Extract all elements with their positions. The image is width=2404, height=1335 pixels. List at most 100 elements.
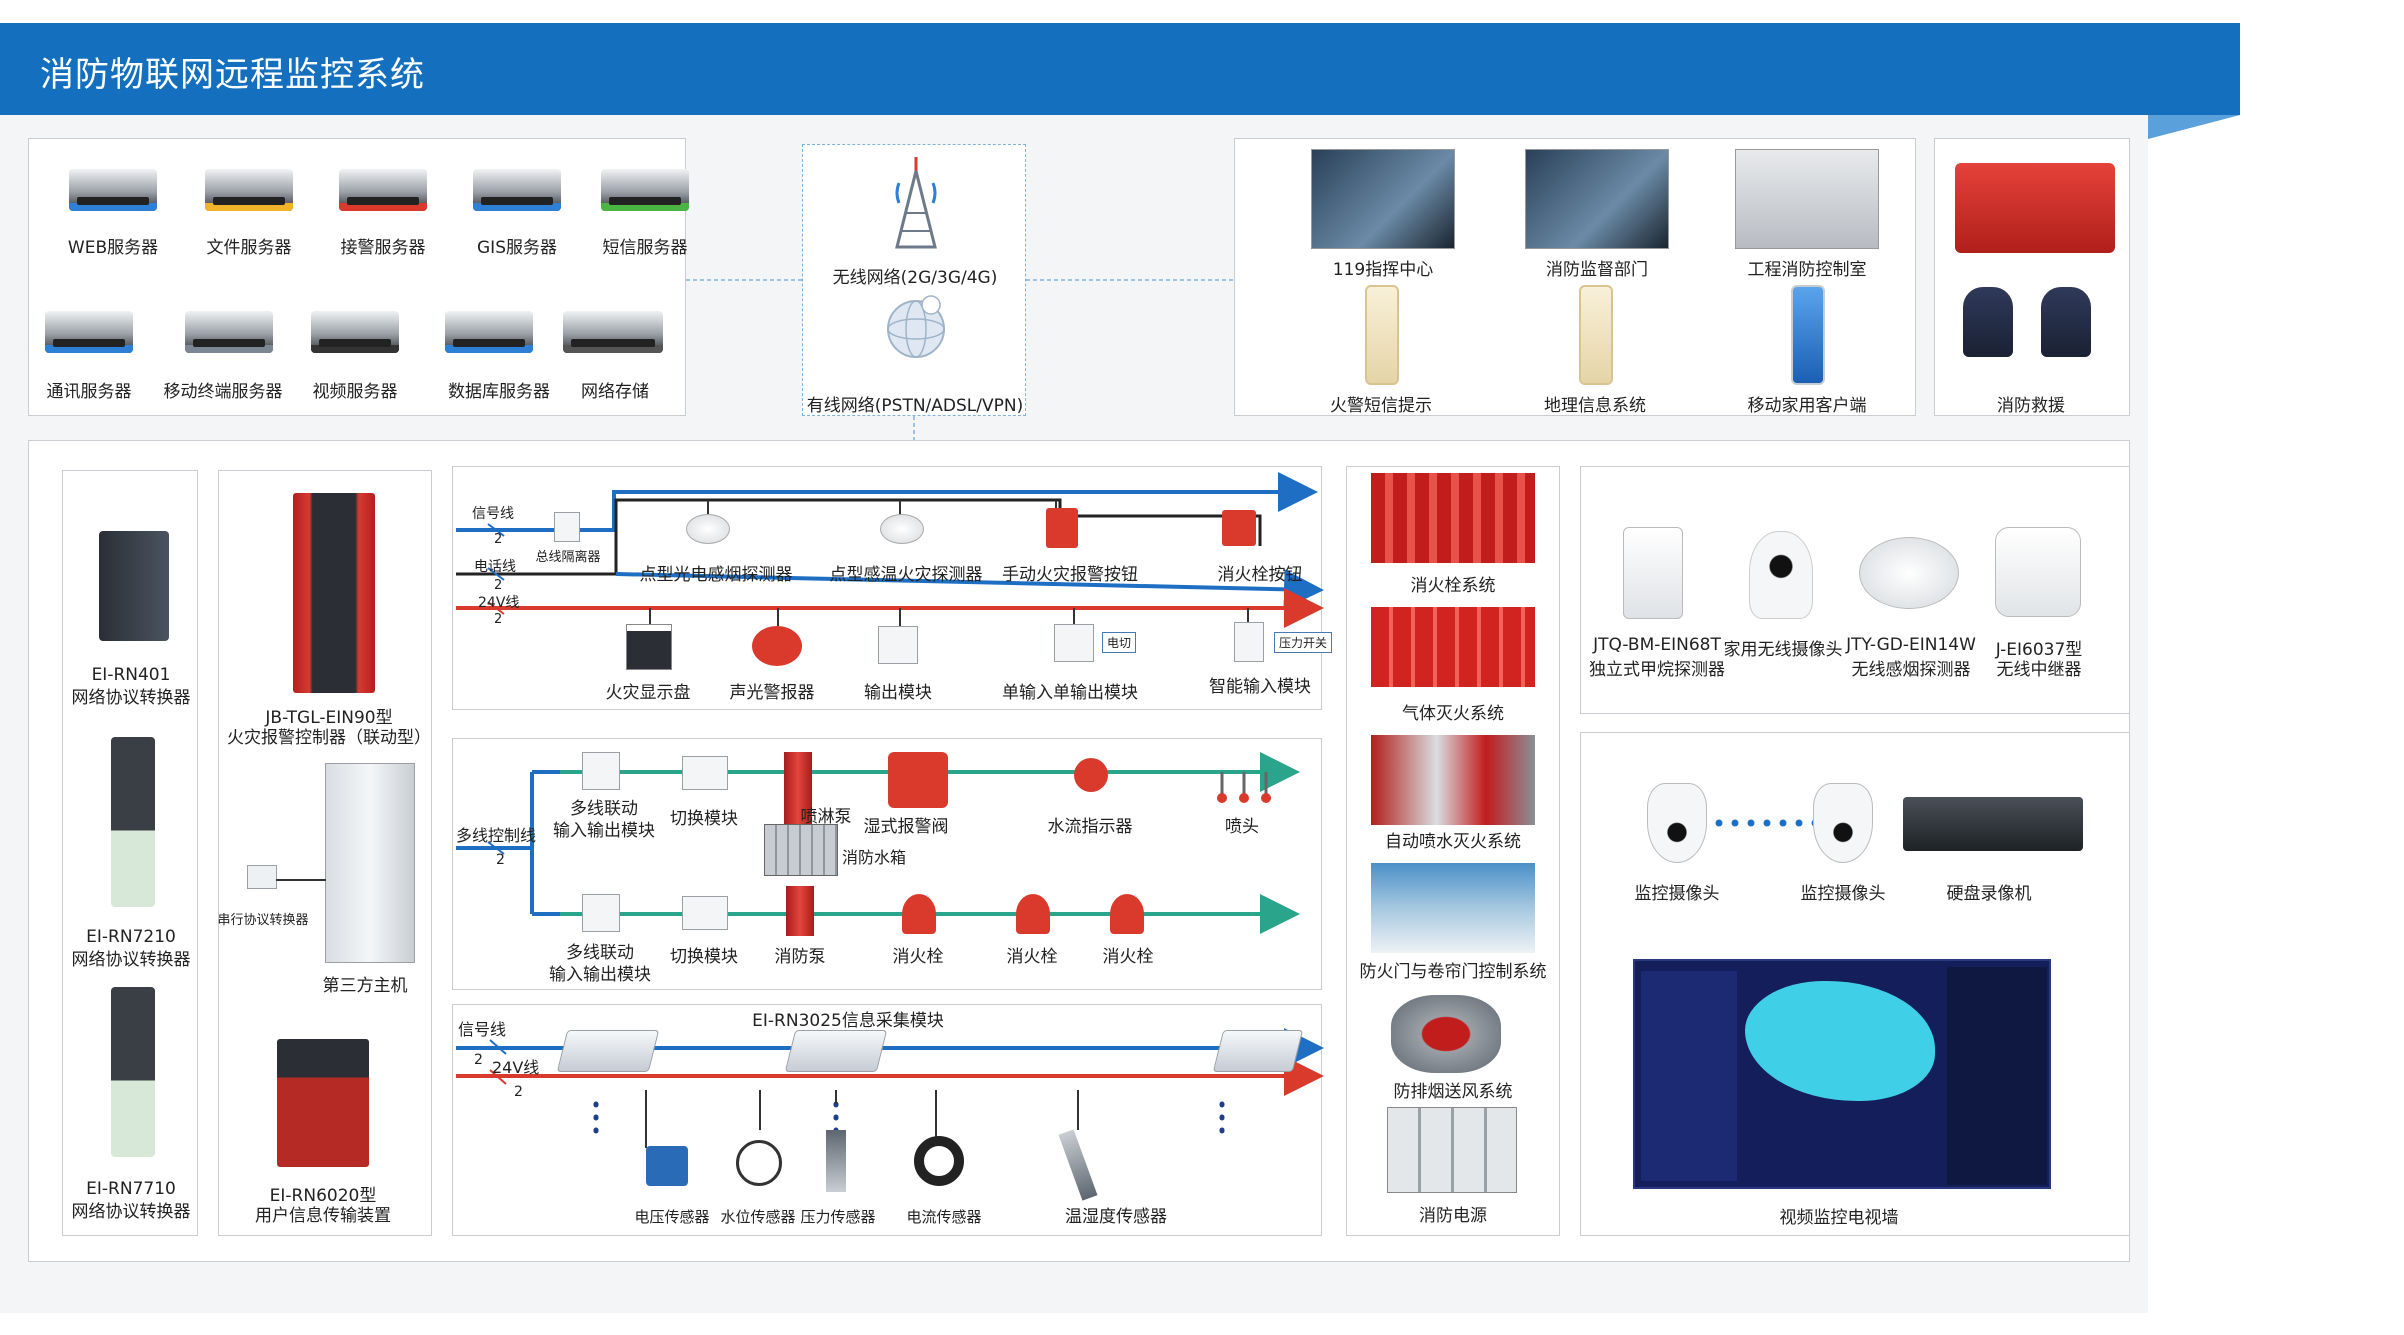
mobile-server-icon bbox=[185, 311, 273, 353]
collector-title: EI-RN3025信息采集模块 bbox=[752, 1011, 944, 1031]
log-panel bbox=[1947, 967, 2047, 1185]
alarm-device-label: 点型光电感烟探测器 bbox=[639, 565, 793, 585]
file-server-icon bbox=[205, 169, 293, 211]
fire-door-photo bbox=[1371, 863, 1535, 953]
globe-icon bbox=[887, 295, 945, 358]
link-dots bbox=[1715, 819, 1819, 827]
server-label: 接警服务器 bbox=[340, 238, 426, 258]
io-module-icon bbox=[1054, 624, 1094, 662]
converter-model: EI-RN7710 bbox=[86, 1179, 176, 1199]
system-label: 消防电源 bbox=[1419, 1206, 1487, 1226]
ptz-camera-icon bbox=[1813, 783, 1873, 863]
fire-systems-column: 消火栓系统 气体灭火系统 自动喷水灭火系统 防火门与卷帘门控制系统 防排烟送风系… bbox=[1346, 466, 1560, 1236]
ptz-camera-icon bbox=[1647, 783, 1707, 863]
hydrant-system-photo bbox=[1371, 473, 1535, 563]
center-label: 工程消防控制室 bbox=[1747, 260, 1867, 280]
rescue-label: 消防救援 bbox=[1997, 396, 2065, 416]
sensor-label: 电压传感器 bbox=[634, 1208, 710, 1226]
water-device-label: 消火栓 bbox=[892, 947, 944, 967]
server-label: 文件服务器 bbox=[206, 238, 292, 258]
map-phone-icon bbox=[1579, 285, 1613, 385]
manual-alarm-button-icon bbox=[1046, 508, 1078, 548]
fire-pump-icon bbox=[786, 886, 814, 936]
gis-server-icon bbox=[473, 169, 561, 211]
methane-detector-icon bbox=[1623, 527, 1683, 619]
camera-label: 监控摄像头 bbox=[1634, 884, 1720, 904]
firefighter-icon bbox=[2041, 287, 2091, 357]
wired-network-label: 有线网络(PSTN/ADSL/VPN) bbox=[806, 396, 1024, 416]
comm-server-icon bbox=[45, 311, 133, 353]
server-label: 短信服务器 bbox=[602, 238, 688, 258]
wireless-network-label: 无线网络(2G/3G/4G) bbox=[832, 268, 998, 288]
water-device-label: 切换模块 bbox=[670, 809, 738, 829]
header-tab-decoration bbox=[2148, 115, 2240, 139]
server-label: GIS服务器 bbox=[477, 238, 557, 258]
water-device-label: 喷淋泵 bbox=[800, 807, 852, 827]
smart-input-module-icon bbox=[1234, 622, 1264, 662]
center-label: 消防监督部门 bbox=[1546, 260, 1648, 280]
ei-rn7710-device-icon bbox=[111, 987, 155, 1157]
home-device-label: JTQ-BM-EIN68T bbox=[1593, 635, 1721, 655]
command-center-photo bbox=[1311, 149, 1455, 249]
sprinkler-pump-icon bbox=[784, 752, 812, 826]
database-server-icon bbox=[445, 311, 533, 353]
home-device-label: 无线感烟探测器 bbox=[1851, 660, 1971, 680]
sprinkler-head-icon bbox=[1217, 772, 1271, 803]
video-wall-label: 视频监控电视墙 bbox=[1779, 1208, 1899, 1228]
switch-module-icon bbox=[682, 756, 728, 790]
fire-panel-model: JB-TGL-EIN90型 bbox=[265, 708, 393, 728]
pressure-sensor-icon bbox=[826, 1130, 846, 1192]
video-server-icon bbox=[311, 311, 399, 353]
signal-line-label: 信号线 bbox=[458, 1020, 507, 1039]
current-sensor-icon bbox=[914, 1136, 964, 1186]
collector-module-icon bbox=[784, 1030, 888, 1072]
server-label: 移动终端服务器 bbox=[163, 382, 283, 402]
center-label: 119指挥中心 bbox=[1332, 260, 1434, 280]
server-panel: WEB服务器 文件服务器 接警服务器 GIS服务器 短信服务器 通讯服务器 移动… bbox=[28, 138, 689, 416]
wire-count-label: 2 bbox=[514, 1084, 523, 1100]
home-device-label: 无线中继器 bbox=[1996, 660, 2082, 680]
sounder-strobe-icon bbox=[752, 626, 802, 666]
server-label: WEB服务器 bbox=[67, 238, 159, 258]
sensor-label: 电流传感器 bbox=[906, 1208, 982, 1226]
system-label: 自动喷水灭火系统 bbox=[1385, 832, 1521, 852]
video-monitor-panel: 监控摄像头 监控摄像头 硬盘录像机 视频监控电视墙 bbox=[1580, 732, 2130, 1236]
home-device-label: 家用无线摄像头 bbox=[1723, 640, 1843, 660]
gas-extinguishing-photo bbox=[1371, 607, 1535, 687]
wireless-smoke-detector-icon bbox=[1859, 537, 1959, 609]
page-title: 消防物联网远程监控系统 bbox=[40, 55, 425, 95]
user-info-device-icon bbox=[277, 1039, 369, 1167]
serial-converter-icon bbox=[247, 865, 277, 889]
mobile-app-phone-icon bbox=[1791, 285, 1825, 385]
network-storage-icon bbox=[563, 311, 663, 353]
water-device-label: 输入输出模块 bbox=[549, 965, 651, 985]
water-device-label: 水流指示器 bbox=[1047, 817, 1133, 837]
24v-line-label: 24V线 bbox=[478, 595, 520, 611]
bus-isolator-icon bbox=[554, 512, 580, 542]
water-device-label: 输入输出模块 bbox=[553, 821, 655, 841]
fire-panel-name: 火灾报警控制器（联动型） bbox=[227, 728, 431, 748]
pressure-switch-tag: 压力开关 bbox=[1274, 632, 1333, 653]
alarm-server-icon bbox=[339, 169, 427, 211]
rescue-panel: 消防救援 bbox=[1934, 138, 2130, 416]
hydrant-icon bbox=[902, 894, 936, 934]
fire-truck-icon bbox=[1955, 163, 2115, 253]
hydrant-icon bbox=[1016, 894, 1050, 934]
smoke-exhaust-fan-icon bbox=[1391, 995, 1501, 1073]
fire-power-cabinet-icon bbox=[1387, 1107, 1517, 1193]
home-devices-panel: JTQ-BM-EIN68T 独立式甲烷探测器 家用无线摄像头 JTY-GD-EI… bbox=[1580, 466, 2130, 714]
server-label: 视频服务器 bbox=[312, 382, 398, 402]
smoke-detector-icon bbox=[686, 514, 730, 544]
alarm-device-label: 消火栓按钮 bbox=[1217, 565, 1303, 585]
collector-module-icon bbox=[1212, 1030, 1304, 1072]
user-device-model: EI-RN6020型 bbox=[269, 1186, 377, 1206]
sms-server-icon bbox=[601, 169, 689, 211]
center-label: 地理信息系统 bbox=[1544, 396, 1646, 416]
home-camera-icon bbox=[1749, 531, 1813, 619]
china-map-graphic bbox=[1745, 981, 1935, 1101]
water-device-label: 切换模块 bbox=[670, 947, 738, 967]
converter-name: 网络协议转换器 bbox=[71, 950, 191, 970]
alarm-device-label: 火灾显示盘 bbox=[605, 683, 691, 703]
antenna-tower-icon bbox=[895, 157, 937, 249]
home-device-label: 独立式甲烷探测器 bbox=[1589, 660, 1725, 680]
